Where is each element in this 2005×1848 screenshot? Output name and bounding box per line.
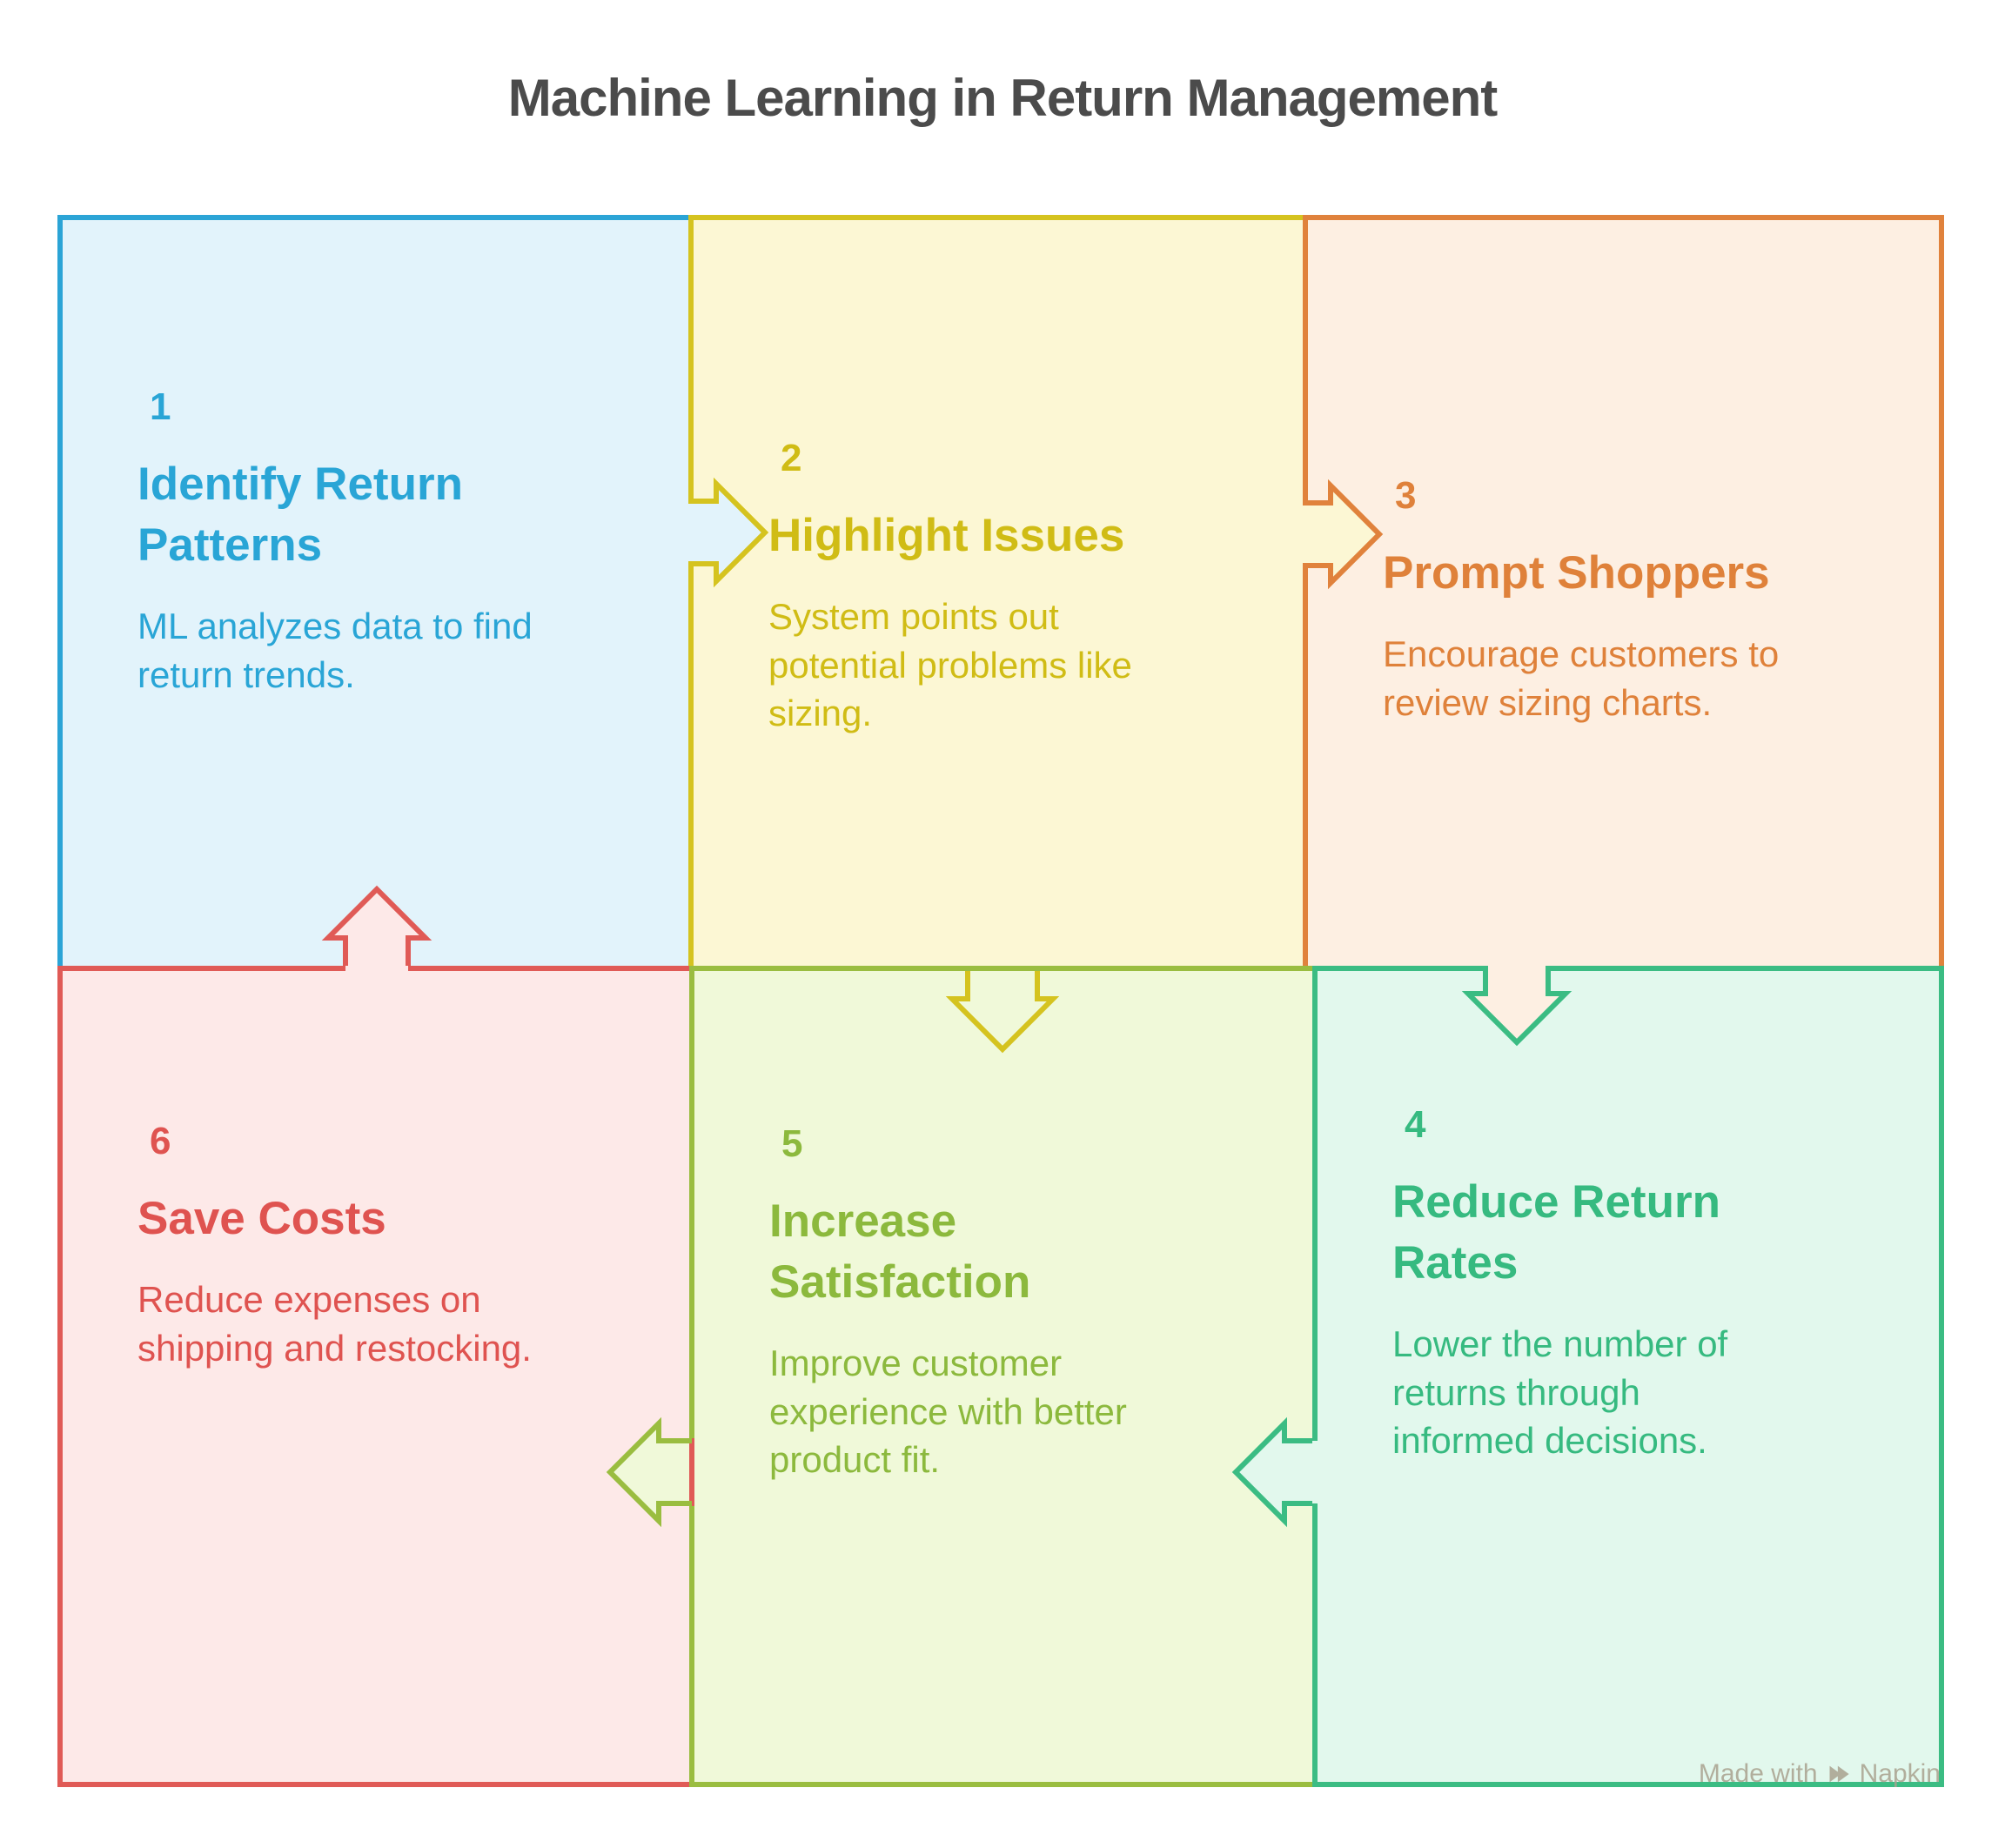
step-number: 2 (781, 437, 802, 479)
step-title: Increase Satisfaction (769, 1195, 1031, 1309)
step-description: Lower the number of returns through info… (1392, 1323, 1728, 1462)
step-title: Reduce Return Rates (1392, 1176, 1720, 1289)
panel-content: 5 Increase Satisfaction Improve customer… (769, 1122, 1283, 1484)
step-description: ML analyzes data to find return trends. (137, 606, 533, 695)
panel-reduce-return-rates: 4 Reduce Return Rates Lower the number o… (1312, 966, 1944, 1787)
step-title: Prompt Shoppers (1383, 547, 1770, 599)
step-title: Identify Return Patterns (137, 459, 463, 572)
step-title: Save Costs (137, 1193, 386, 1245)
step-description: Encourage customers to review sizing cha… (1383, 633, 1780, 723)
step-description: Reduce expenses on shipping and restocki… (137, 1279, 532, 1369)
watermark-brand: Napkin (1859, 1759, 1941, 1788)
step-number: 1 (150, 385, 171, 428)
watermark-prefix: Made with (1698, 1759, 1818, 1788)
napkin-logo-icon (1829, 1765, 1849, 1783)
step-number: 5 (781, 1122, 803, 1165)
panel-highlight-issues: 2 Highlight Issues System points out pot… (688, 215, 1303, 966)
step-description: Improve customer experience with better … (769, 1342, 1127, 1481)
panel-prompt-shoppers: 3 Prompt Shoppers Encourage customers to… (1303, 215, 1944, 966)
panel-save-costs: 6 Save Costs Reduce expenses on shipping… (57, 966, 689, 1787)
page-title: Machine Learning in Return Management (507, 69, 1499, 127)
step-number: 3 (1395, 474, 1417, 517)
panel-content: 3 Prompt Shoppers Encourage customers to… (1383, 474, 1896, 726)
panel-content: 6 Save Costs Reduce expenses on shipping… (137, 1120, 651, 1372)
panel-content: 2 Highlight Issues System points out pot… (768, 437, 1282, 738)
panel-increase-satisfaction: 5 Increase Satisfaction Improve customer… (689, 966, 1312, 1787)
panel-content: 1 Identify Return Patterns ML analyzes d… (137, 385, 651, 699)
step-title: Highlight Issues (768, 510, 1125, 562)
step-description: System points out potential problems lik… (768, 596, 1132, 734)
step-number: 6 (150, 1120, 171, 1162)
step-number: 4 (1405, 1103, 1426, 1146)
panel-identify-return-patterns: 1 Identify Return Patterns ML analyzes d… (57, 215, 688, 966)
watermark: Made with Napkin (1699, 1759, 1941, 1789)
panel-content: 4 Reduce Return Rates Lower the number o… (1392, 1103, 1906, 1465)
